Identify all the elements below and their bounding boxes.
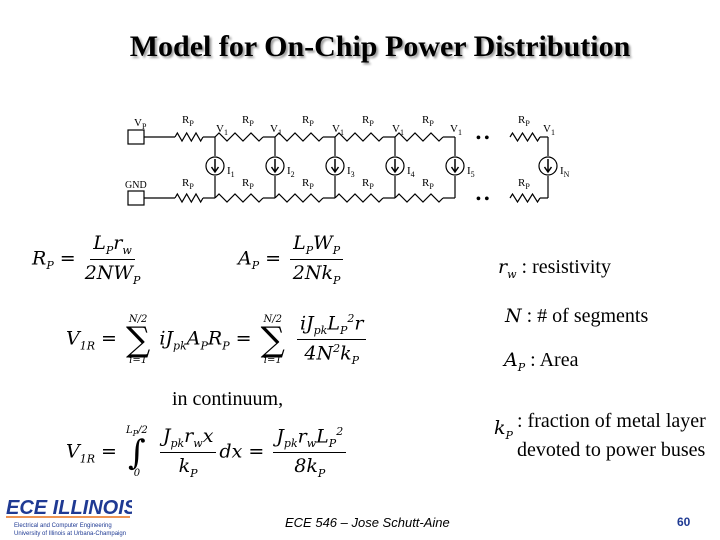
kp-symbol: kP — [494, 417, 513, 442]
ellipsis-bottom: • • — [476, 192, 489, 207]
current-label: I4 — [407, 165, 415, 179]
top-resistor — [174, 131, 204, 143]
v-label: V1 — [332, 123, 344, 137]
bottom-resistor — [394, 193, 444, 203]
circuit-wires — [127, 129, 175, 206]
top-resistor — [394, 132, 444, 142]
bottom-resistor — [274, 193, 324, 203]
n-description: : # of segments — [526, 305, 649, 327]
power-grid-circuit: I1 I2 I3 I4 I5 IN VP GND RP RP RP RP RP RP V1 V1 V1 V1 V1 V… — [125, 114, 570, 207]
kp-description: : fraction of metal layer devoted to pow… — [517, 410, 706, 461]
gnd-terminal — [127, 190, 145, 206]
top-resistor — [509, 131, 541, 143]
current-label: I3 — [347, 165, 355, 179]
current-label: I5 — [467, 165, 475, 179]
vp-label: VP — [134, 117, 147, 131]
ellipsis-top: • • — [476, 131, 489, 146]
v1r-sum-equation: V1R = N/2∑i=1 iJpkAPRP = N/2∑i=1 iJpkLP2… — [66, 312, 369, 367]
top-resistor — [214, 132, 264, 142]
r-top-label: RP — [182, 114, 194, 128]
r-bottom-label: RP — [182, 177, 194, 191]
vp-terminal — [127, 129, 145, 145]
gnd-label: GND — [125, 180, 147, 191]
r-bottom-label: RP — [362, 177, 374, 191]
continuum-label: in continuum, — [172, 388, 284, 410]
logo-text: ECE ILLINOIS — [6, 497, 132, 519]
legend-segments: N : # of segments — [505, 305, 648, 328]
v-label: V1 — [392, 123, 404, 137]
r-top-label: RP — [422, 114, 434, 128]
r-bottom-label: RP — [422, 177, 434, 191]
bottom-resistor — [214, 193, 264, 203]
rw-description: : resistivity — [521, 256, 611, 278]
ap-symbol: AP — [504, 349, 526, 374]
r-bottom-label: RP — [302, 177, 314, 191]
r-top-label: RP — [242, 114, 254, 128]
top-resistors — [174, 131, 548, 143]
course-footer: ECE 546 – Jose Schutt-Aine — [285, 515, 450, 530]
legend-resistivity: rw : resistivity — [498, 256, 611, 281]
r-top-label: RP — [518, 114, 530, 128]
r-top-label: RP — [362, 114, 374, 128]
bottom-resistors — [174, 192, 548, 204]
r-top-label: RP — [302, 114, 314, 128]
bottom-resistor — [509, 192, 541, 204]
ap-description: : Area — [530, 349, 579, 371]
current-label: I1 — [227, 165, 235, 179]
bottom-resistor — [334, 193, 384, 203]
legend-area: AP : Area — [504, 349, 578, 374]
v-label: V1 — [450, 123, 462, 137]
ece-illinois-logo: ECE ILLINOIS Electrical and Computer Eng… — [6, 497, 132, 537]
circuit-labels: I1 I2 I3 I4 I5 IN VP GND RP RP RP RP RP RP V1 V1 V1 V1 V1 V… — [125, 114, 570, 207]
rw-symbol: rw — [498, 256, 517, 281]
r-bottom-label: RP — [518, 177, 530, 191]
top-resistor — [334, 132, 384, 142]
current-label: IN — [560, 165, 570, 179]
logo-subtitle-2: University of Illinois at Urbana-Champai… — [14, 531, 126, 537]
page-number: 60 — [677, 515, 691, 529]
top-resistor — [274, 132, 324, 142]
bottom-resistor — [174, 192, 204, 204]
current-sources — [205, 137, 558, 198]
r-bottom-label: RP — [242, 177, 254, 191]
slide-title: Model for On-Chip Power Distribution — [129, 30, 631, 63]
n-symbol: N — [505, 305, 522, 327]
current-label: I2 — [287, 165, 295, 179]
v-label: V1 — [543, 123, 555, 137]
v-label: V1 — [270, 123, 282, 137]
v-label: V1 — [216, 123, 228, 137]
logo-subtitle-1: Electrical and Computer Engineering — [14, 523, 112, 529]
